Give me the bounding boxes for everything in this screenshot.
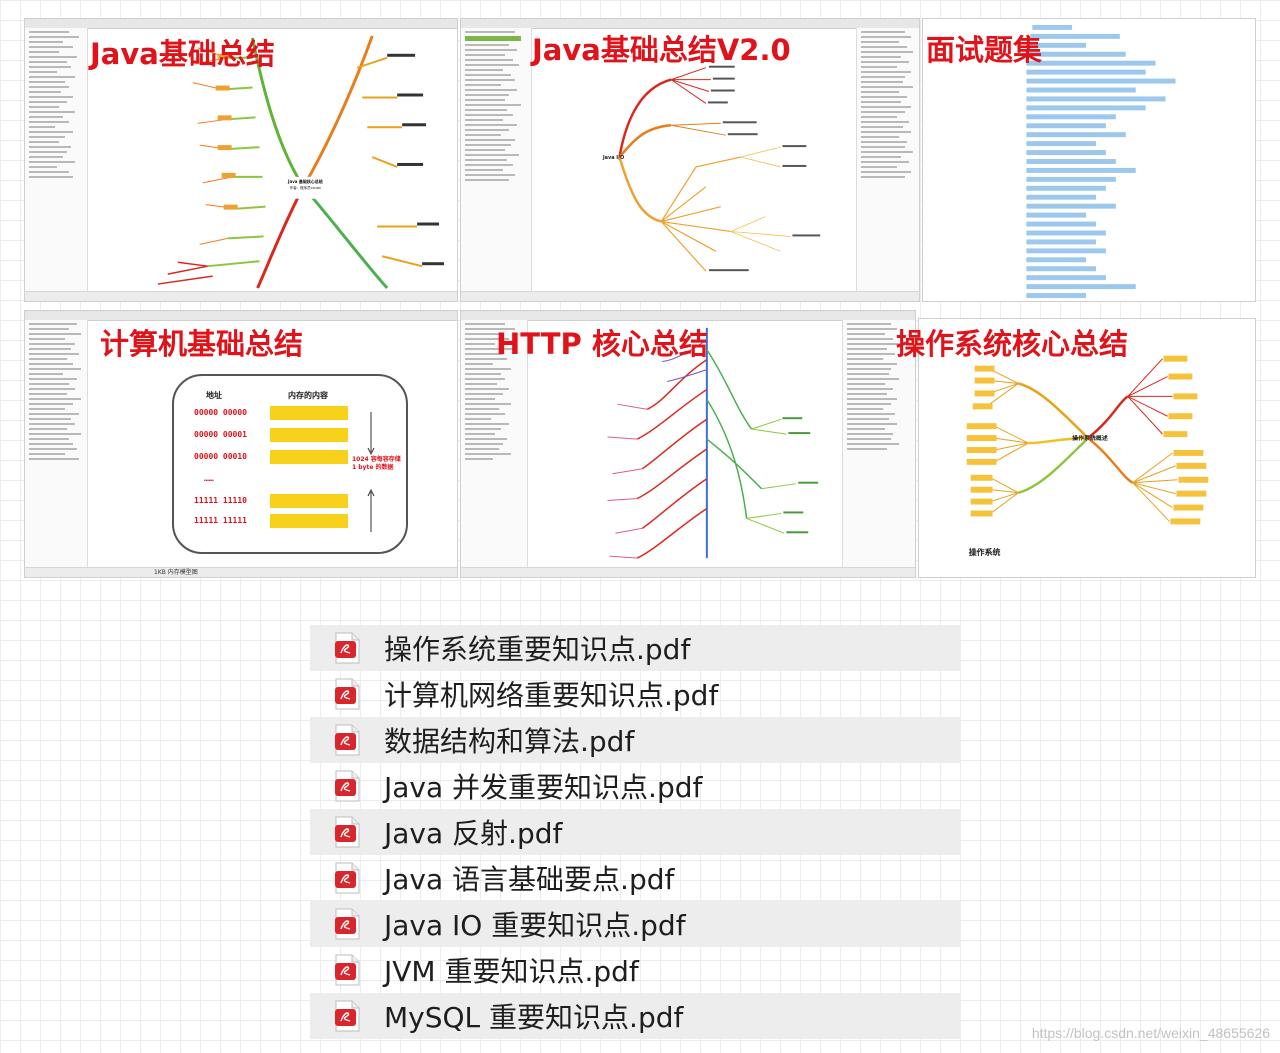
memory-cell (270, 494, 348, 508)
thumbnail-java-basics[interactable]: Java 基础核心总结 作者：程序员cxuan (24, 18, 458, 302)
mindmap-canvas (528, 320, 842, 568)
os-label: 操作系统 (969, 547, 1001, 557)
window-titlebar (461, 311, 915, 321)
tile-title-java-basics: Java基础总结 (90, 37, 275, 71)
outline-sidebar (461, 28, 532, 292)
outline-sidebar (25, 320, 88, 568)
address-header: 地址 (206, 391, 222, 400)
file-name: Java IO 重要知识点.pdf (384, 909, 686, 942)
thumbnail-os-core[interactable]: 操作系统概述 操作系统 (918, 318, 1256, 578)
memory-address: 00000 00010 (194, 452, 247, 461)
vertical-arrow (367, 412, 375, 532)
mindmap-canvas: Java I/O (532, 28, 856, 292)
tile-title-computer-basics: 计算机基础总结 (100, 327, 304, 361)
pdf-file-icon (334, 954, 360, 986)
memory-cell (270, 514, 348, 528)
file-row[interactable]: 计算机网络重要知识点.pdf (310, 671, 960, 717)
pdf-file-icon (334, 862, 360, 894)
pdf-file-icon (334, 908, 360, 940)
outline-sidebar (25, 28, 88, 292)
memory-caption: 1KB 内存模型图 (154, 569, 198, 576)
file-row[interactable]: Java IO 重要知识点.pdf (310, 901, 960, 947)
memory-address: 11111 11110 (194, 496, 247, 505)
memory-model-diagram: 地址 内存的内容 00000 00000 00000 00001 00000 0… (172, 374, 408, 554)
file-name: 操作系统重要知识点.pdf (384, 633, 691, 666)
watermark: https://blog.csdn.net/weixin_48655626 (1031, 1025, 1270, 1041)
tile-title-os-core: 操作系统核心总结 (896, 327, 1129, 361)
file-name: 计算机网络重要知识点.pdf (384, 679, 719, 712)
thumbnail-interview-questions[interactable] (922, 18, 1256, 302)
thumbnail-java-basics-v2[interactable]: Java I/O (460, 18, 920, 302)
memory-address-ellipsis: …… (204, 474, 214, 483)
file-row[interactable]: 数据结构和算法.pdf (310, 717, 960, 763)
file-row[interactable]: 操作系统重要知识点.pdf (310, 625, 960, 671)
memory-cell (270, 428, 348, 442)
thumbnail-http-core[interactable] (460, 310, 916, 578)
window-titlebar (25, 311, 457, 321)
memory-cell (270, 450, 348, 464)
file-name: Java 并发重要知识点.pdf (384, 771, 703, 804)
file-row[interactable]: MySQL 重要知识点.pdf (310, 993, 960, 1039)
java-center-node-line2: 作者：程序员cxuan (290, 185, 321, 190)
window-titlebar (25, 19, 457, 29)
memory-address: 00000 00001 (194, 430, 247, 439)
file-name: JVM 重要知识点.pdf (384, 955, 639, 988)
content-header: 内存的内容 (288, 391, 328, 400)
java-io-center-node: Java I/O (602, 155, 624, 161)
window-titlebar (461, 19, 919, 29)
window-statusbar (25, 291, 457, 301)
window-statusbar (25, 567, 457, 577)
pdf-file-icon (334, 632, 360, 664)
right-outline-panel (856, 28, 919, 292)
file-name: 数据结构和算法.pdf (384, 725, 635, 758)
os-center-node: 操作系统概述 (1072, 434, 1108, 442)
mindmap-canvas: 操作系统概述 操作系统 (919, 319, 1255, 577)
window-statusbar (461, 291, 919, 301)
memory-cell (270, 406, 348, 420)
memory-address: 11111 11111 (194, 516, 247, 525)
pdf-file-icon (334, 770, 360, 802)
tile-title-java-basics-v2: Java基础总结V2.0 (532, 33, 791, 67)
mindmap-canvas: Java 基础核心总结 作者：程序员cxuan (88, 28, 457, 292)
file-name: MySQL 重要知识点.pdf (384, 1001, 684, 1034)
pdf-file-icon (334, 678, 360, 710)
outline-sidebar (461, 320, 528, 568)
window-statusbar (461, 567, 915, 577)
pdf-file-list: 操作系统重要知识点.pdf 计算机网络重要知识点.pdf 数据结构和算法.pdf… (310, 625, 960, 1039)
pdf-file-icon (334, 724, 360, 756)
file-name: Java 反射.pdf (384, 817, 563, 850)
memory-address: 00000 00000 (194, 408, 247, 417)
right-outline-panel (842, 320, 915, 568)
pdf-file-icon (334, 816, 360, 848)
pdf-file-icon (334, 1000, 360, 1032)
question-list (923, 19, 1255, 301)
tile-title-http-core: HTTP 核心总结 (496, 327, 708, 361)
file-row[interactable]: Java 并发重要知识点.pdf (310, 763, 960, 809)
file-row[interactable]: Java 反射.pdf (310, 809, 960, 855)
tile-title-interview-questions: 面试题集 (926, 33, 1043, 67)
file-row[interactable]: Java 语言基础要点.pdf (310, 855, 960, 901)
file-name: Java 语言基础要点.pdf (384, 863, 675, 896)
file-row[interactable]: JVM 重要知识点.pdf (310, 947, 960, 993)
java-center-node-line1: Java 基础核心总结 (287, 179, 323, 184)
